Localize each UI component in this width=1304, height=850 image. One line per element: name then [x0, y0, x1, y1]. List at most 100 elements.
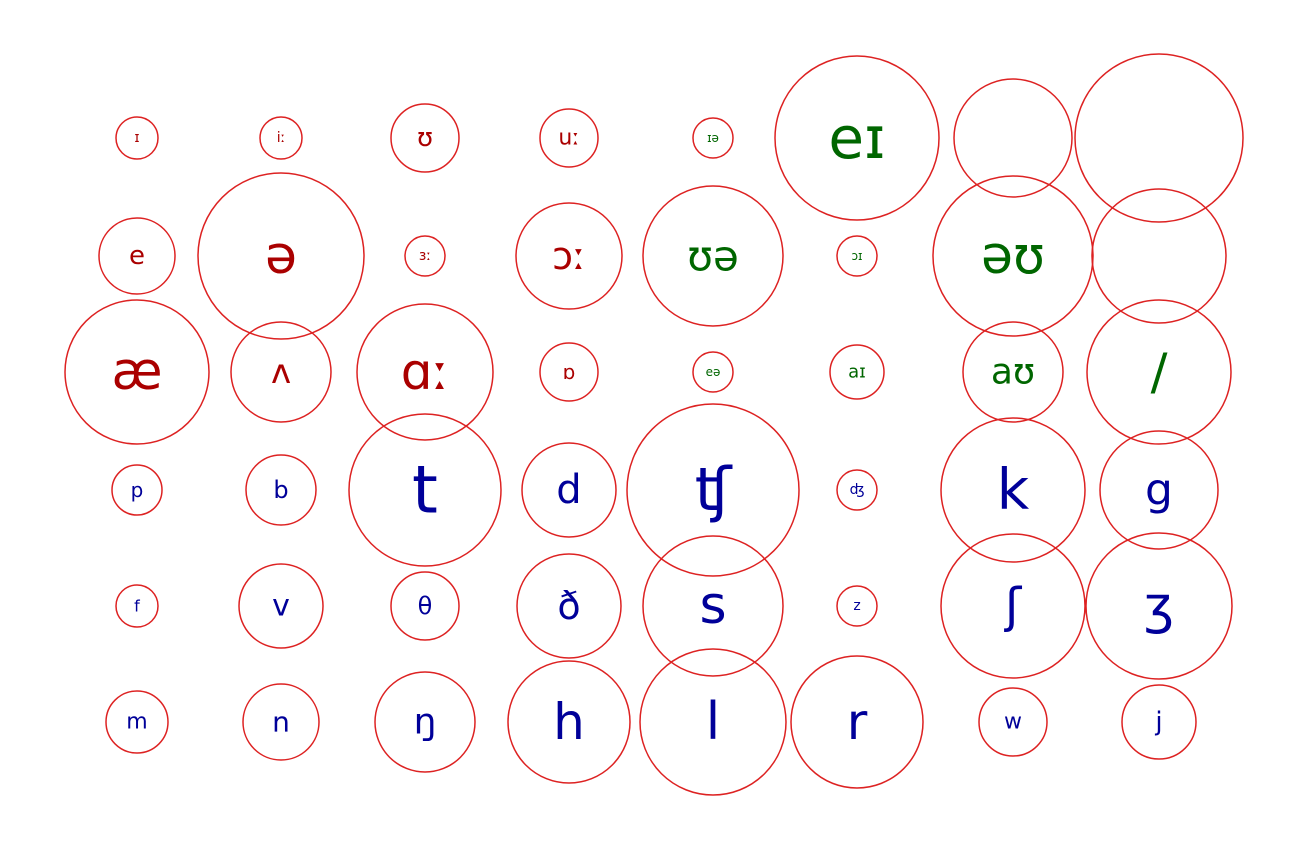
bubble-circle — [692, 117, 734, 159]
phoneme-bubble: k — [940, 417, 1086, 563]
phoneme-label: j — [1154, 707, 1162, 737]
bubble-circle — [115, 584, 159, 628]
phoneme-label: k — [997, 458, 1030, 523]
bubble-circle — [836, 585, 878, 627]
bubble-circle — [962, 321, 1064, 423]
bubble-circle — [642, 185, 784, 327]
phoneme-bubble: r — [790, 655, 924, 789]
bubble-circle — [115, 116, 159, 160]
phoneme-bubble: ə — [197, 172, 365, 340]
phoneme-bubble: eə — [692, 351, 734, 393]
phoneme-label: f — [134, 597, 140, 616]
empty-bubble — [1074, 53, 1244, 223]
phoneme-bubble: uː — [539, 108, 599, 168]
phoneme-bubble: ʃ — [940, 533, 1086, 679]
phoneme-bubble: z — [836, 585, 878, 627]
phoneme-bubble: s — [642, 535, 784, 677]
phoneme-bubble: v — [238, 563, 324, 649]
bubble-circle — [692, 351, 734, 393]
phoneme-label: t — [412, 452, 438, 529]
phoneme-bubble: d — [521, 442, 617, 538]
phoneme-bubble: ʧ — [626, 403, 800, 577]
bubble-circle — [259, 116, 303, 160]
bubble-circle — [940, 417, 1086, 563]
phoneme-bubble: l — [639, 648, 787, 796]
phoneme-bubble: f — [115, 584, 159, 628]
phoneme-label: ə — [265, 226, 297, 286]
bubble-circle — [790, 655, 924, 789]
bubble-circle — [639, 648, 787, 796]
phoneme-label: ʌ — [271, 352, 291, 392]
bubble-circle — [642, 535, 784, 677]
phoneme-label: v — [272, 589, 290, 624]
bubble-circle — [836, 469, 878, 511]
phoneme-label: e — [129, 241, 145, 271]
phoneme-bubble: p — [111, 464, 163, 516]
phoneme-bubble: ɔɪ — [836, 235, 878, 277]
phoneme-bubble: ʊ — [390, 103, 460, 173]
phoneme-label: θ — [418, 592, 433, 620]
phoneme-label: m — [126, 710, 147, 735]
phoneme-bubble: ɒ — [539, 342, 599, 402]
bubble-circle — [539, 342, 599, 402]
phoneme-label: aʊ — [991, 352, 1035, 393]
bubble-circle — [404, 235, 446, 277]
phoneme-bubble: ɜː — [404, 235, 446, 277]
phoneme-bubble: ð — [516, 553, 622, 659]
phoneme-bubble: ʊə — [642, 185, 784, 327]
phoneme-label: ɒ — [563, 360, 576, 384]
bubble-circle — [507, 660, 631, 784]
phoneme-label: aɪ — [848, 362, 866, 383]
phoneme-label: eɪ — [828, 104, 885, 172]
phoneme-bubble: e — [98, 217, 176, 295]
phoneme-bubble: æ — [64, 299, 210, 445]
bubble-circle — [1091, 188, 1227, 324]
bubble-circle — [245, 454, 317, 526]
bubble-circle — [978, 687, 1048, 757]
bubble-circle — [242, 683, 320, 761]
bubble-circle — [515, 202, 623, 310]
phoneme-label: uː — [558, 126, 579, 151]
bubble-circle — [390, 103, 460, 173]
phoneme-label: ɪ — [134, 130, 139, 146]
phoneme-bubble: ɪə — [692, 117, 734, 159]
bubble-circle — [829, 344, 885, 400]
phoneme-bubble: ŋ — [374, 671, 476, 773]
bubble-circle — [1086, 299, 1232, 445]
phoneme-bubble: ɔː — [515, 202, 623, 310]
bubble-circle — [98, 217, 176, 295]
empty-bubble — [953, 78, 1073, 198]
phoneme-label: n — [272, 706, 290, 739]
phoneme-label: h — [553, 693, 585, 751]
bubble-circle — [516, 553, 622, 659]
phoneme-bubble: ɪ — [115, 116, 159, 160]
phoneme-label: s — [699, 576, 726, 636]
phoneme-label: p — [131, 478, 144, 502]
bubble-circle — [1074, 53, 1244, 223]
phoneme-label: ʧ — [695, 455, 733, 525]
phoneme-label: iː — [277, 130, 286, 146]
bubble-circle — [374, 671, 476, 773]
phoneme-label: ɜː — [419, 248, 431, 264]
phoneme-bubble: eɪ — [774, 55, 940, 221]
phoneme-label: w — [1004, 710, 1022, 735]
bubble-circle — [1121, 684, 1197, 760]
bubble-circle — [390, 571, 460, 641]
bubble-circle — [64, 299, 210, 445]
phoneme-bubble: ʌ — [230, 321, 332, 423]
phoneme-label: ɔː — [552, 234, 586, 278]
phoneme-label: ɑː — [401, 343, 450, 401]
phoneme-bubble: t — [348, 413, 502, 567]
bubble-circle — [356, 303, 494, 441]
phoneme-label: ð — [557, 584, 580, 628]
phoneme-label: ʊ — [417, 123, 433, 153]
bubble-circle — [111, 464, 163, 516]
phoneme-label: eə — [706, 365, 721, 379]
bubble-circle — [521, 442, 617, 538]
phoneme-label: / — [1151, 343, 1168, 401]
phoneme-label: əʊ — [981, 226, 1045, 286]
phoneme-bubble: ɑː — [356, 303, 494, 441]
phoneme-label: ʒ — [1144, 576, 1174, 636]
